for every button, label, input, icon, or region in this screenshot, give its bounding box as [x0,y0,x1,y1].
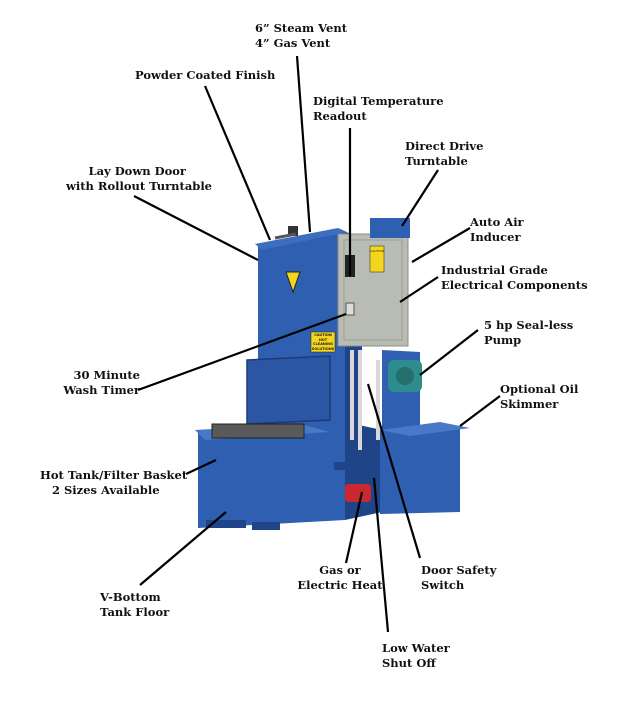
label-digital-temp: Digital Temperature Readout [313,94,444,124]
label-door-safety-line2: Switch [421,578,465,592]
leader-seal-less-pump [419,329,479,376]
label-hot-tank-line1: Hot Tank/Filter Basket [40,468,188,482]
label-lay-down-door: Lay Down Door with Rollout Turntable [62,164,212,194]
label-steam-vent-line1: 6” Steam Vent [255,21,348,35]
label-gas-electric-line2: Electric Heat [297,578,383,592]
label-hot-tank: Hot Tank/Filter Basket 2 Sizes Available [40,468,187,498]
leader-v-bottom [139,511,227,586]
turntable-drive [370,218,410,238]
label-seal-less-pump-line1: 5 hp Seal-less [484,318,574,332]
steam-vent [288,226,298,236]
label-v-bottom-line1: V-Bottom [100,590,161,604]
label-direct-drive-line2: Turntable [405,154,468,168]
leader-door-safety [366,383,422,559]
decal-caution-panel-line3: CLEANING [313,342,333,346]
leader-direct-drive [401,169,439,227]
panel-warning-decal [369,245,385,273]
label-hot-tank-line2: 2 Sizes Available [52,483,160,497]
label-gas-electric-line1: Gas or [319,563,361,577]
label-steam-vent: 6” Steam Vent 4” Gas Vent [255,21,347,51]
decal-caution-small-text: CAUTION [370,249,384,253]
leader-industrial-grade [399,276,439,303]
leader-powder-coated [203,85,272,241]
label-door-safety: Door Safety Switch [421,563,496,593]
label-digital-temp-line2: Readout [313,109,367,123]
wash-timer-knob [345,302,355,316]
label-auto-air-line2: Inducer [470,230,521,244]
heater-unit [345,484,371,502]
label-steam-vent-line2: 4” Gas Vent [255,36,331,50]
label-low-water-line2: Shut Off [382,656,436,670]
label-wash-timer-line2: Wash Timer [63,383,140,397]
label-oil-skimmer: Optional Oil Skimmer [500,382,578,412]
label-wash-timer: 30 Minute Wash Timer [60,368,140,398]
leader-steam-vent [295,55,312,233]
pump-motor-end [396,367,414,385]
label-door-safety-line1: Door Safety [421,563,497,577]
label-wash-timer-line1: 30 Minute [73,368,140,382]
label-auto-air-line1: Auto Air [470,215,524,229]
label-oil-skimmer-line1: Optional Oil [500,382,579,396]
decal-caution-small: CAUTION [370,250,384,253]
lay-down-door [246,355,331,425]
panel-door-seam [343,239,403,341]
label-v-bottom-line2: Tank Floor [100,605,170,619]
label-lay-down-door-line1: Lay Down Door [88,164,186,178]
foot-right [252,522,280,530]
foot-left [206,520,246,528]
piping [350,350,380,450]
label-direct-drive-line1: Direct Drive [405,139,484,153]
leader-gas-electric [344,491,364,564]
heater-bracket [334,462,374,470]
label-auto-air: Auto Air Inducer [470,215,524,245]
leader-hot-tank [185,459,217,475]
label-low-water: Low Water Shut Off [382,641,450,671]
label-direct-drive: Direct Drive Turntable [405,139,483,169]
lower-tank [198,422,345,528]
decal-caution-panel-line2: HOT [318,337,328,342]
leader-oil-skimmer [459,395,501,427]
leader-wash-timer [137,312,347,392]
label-digital-temp-line1: Digital Temperature [313,94,444,108]
label-low-water-line1: Low Water [382,641,450,655]
decal-caution-panel-line4: SOLUTIONS [311,346,335,351]
label-oil-skimmer-line2: Skimmer [500,397,559,411]
lid-handle [274,232,297,240]
label-gas-electric: Gas or Electric Heat [290,563,390,593]
label-v-bottom: V-Bottom Tank Floor [100,590,169,620]
label-powder-coated: Powder Coated Finish [135,68,275,83]
label-industrial-grade-line2: Electrical Components [441,278,588,292]
leader-low-water [372,477,390,633]
label-powder-coated-line1: Powder Coated Finish [135,68,276,82]
label-seal-less-pump-line2: Pump [484,333,522,347]
decal-caution-panel-line1: CAUTION [314,333,332,337]
decal-caution-panel: CAUTION HOT CLEANING SOLUTIONS [311,333,335,351]
label-seal-less-pump: 5 hp Seal-less Pump [484,318,573,348]
label-lay-down-door-line2: with Rollout Turntable [65,179,212,193]
logo-decal [285,271,301,294]
cabinet-lid [255,228,347,250]
filter-basket [211,423,305,439]
leader-lay-down-door [133,195,259,261]
skimmer-tank-top [380,422,470,436]
label-industrial-grade-line1: Industrial Grade [441,263,548,277]
caution-decal [310,331,336,353]
leader-auto-air [411,227,471,263]
label-industrial-grade: Industrial Grade Electrical Components [441,263,588,293]
